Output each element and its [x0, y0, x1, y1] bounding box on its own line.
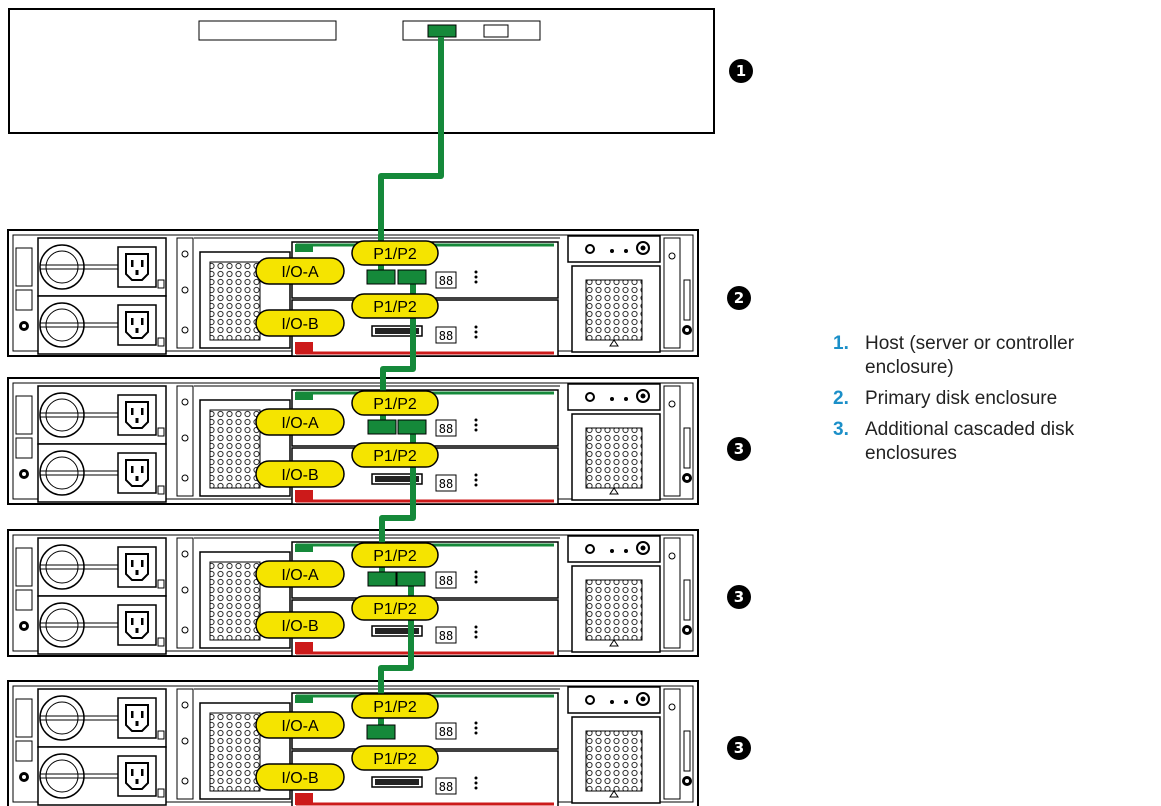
legend-text: Primary disk enclosure [865, 388, 1058, 409]
legend-number: 2. [833, 388, 849, 409]
legend-item: 3. Additional cascaded disk enclosures [833, 418, 1153, 466]
io-b-label: I/O-B [281, 316, 318, 333]
segment-display: 88 [439, 274, 453, 288]
port-label: P1/P2 [373, 246, 417, 263]
callout-enclosure-4: 3 [727, 736, 751, 760]
host-enclosure [8, 8, 715, 134]
io-b-label: I/O-B [281, 618, 318, 635]
segment-display: 88 [439, 725, 453, 739]
io-a-label: I/O-A [281, 718, 319, 735]
enclosure-1-labels: P1/P2 I/O-A P1/P2 I/O-B 88 88 [255, 240, 453, 343]
legend-text: Additional cascaded disk enclosures [865, 419, 1075, 464]
legend-item: 1. Host (server or controller enclosure) [833, 332, 1153, 380]
sas-cable [378, 37, 444, 733]
legend-text: Host (server or controller enclosure) [865, 333, 1075, 378]
callout-enclosure-2: 3 [727, 437, 751, 461]
port-label: P1/P2 [373, 601, 417, 618]
io-b-label: I/O-B [281, 467, 318, 484]
port-label: P1/P2 [373, 299, 417, 316]
enclosure-3-labels: P1/P2 I/O-A P1/P2 I/O-B 88 88 [255, 542, 453, 643]
io-a-label: I/O-A [281, 415, 319, 432]
segment-display: 88 [439, 629, 453, 643]
port-label: P1/P2 [373, 396, 417, 413]
segment-display: 88 [439, 574, 453, 588]
host-port-small [483, 24, 509, 38]
legend-number: 1. [833, 333, 849, 354]
segment-display: 88 [439, 329, 453, 343]
port-blocks [366, 269, 427, 740]
segment-display: 88 [439, 780, 453, 794]
port-label: P1/P2 [373, 448, 417, 465]
enclosure-2-labels: P1/P2 I/O-A P1/P2 I/O-B 88 88 [255, 390, 453, 491]
host-port [427, 24, 457, 38]
port-label: P1/P2 [373, 548, 417, 565]
callout-enclosure-3: 3 [727, 585, 751, 609]
legend-number: 3. [833, 419, 849, 440]
port-label: P1/P2 [373, 699, 417, 716]
segment-display: 88 [439, 422, 453, 436]
host-slot-left [198, 20, 337, 41]
legend: 1. Host (server or controller enclosure)… [833, 332, 1153, 473]
segment-display: 88 [439, 477, 453, 491]
host-slot-right [402, 20, 541, 41]
callout-host: 1 [729, 59, 753, 83]
io-a-label: I/O-A [281, 264, 319, 281]
callout-enclosure-1: 2 [727, 286, 751, 310]
legend-item: 2. Primary disk enclosure [833, 387, 1153, 411]
io-b-label: I/O-B [281, 770, 318, 787]
enclosure-4-labels: P1/P2 I/O-A P1/P2 I/O-B 88 88 [255, 693, 453, 794]
io-a-label: I/O-A [281, 567, 319, 584]
port-label: P1/P2 [373, 751, 417, 768]
